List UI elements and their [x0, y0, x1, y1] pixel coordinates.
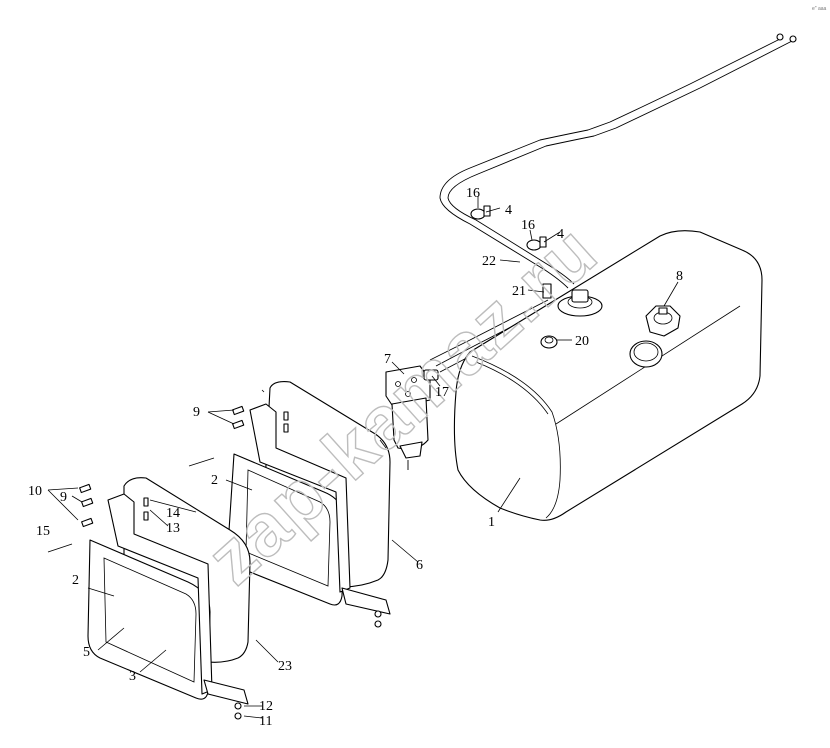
callout-9: 9	[60, 490, 67, 505]
callout-21: 21	[512, 284, 526, 299]
tank-strap-bracket-front	[47, 477, 251, 720]
callout-2: 2	[72, 573, 79, 588]
callout-16: 16	[466, 186, 480, 201]
callout-23: 23	[278, 659, 292, 674]
callout-6: 6	[416, 558, 423, 573]
callout-9: 9	[193, 405, 200, 420]
callout-16: 16	[521, 218, 535, 233]
callout-3: 3	[129, 669, 136, 684]
callout-8: 8	[676, 269, 683, 284]
filler-cap	[645, 305, 681, 337]
drain-fitting	[540, 335, 558, 349]
callout-1: 1	[488, 515, 495, 530]
leader-lines	[47, 196, 679, 719]
callout-4: 4	[557, 227, 564, 242]
line-clamp	[526, 236, 547, 251]
callout-20: 20	[575, 334, 589, 349]
callout-22: 22	[482, 254, 496, 269]
callout-7: 7	[384, 352, 391, 367]
corner-mark: e" aaa	[812, 6, 827, 12]
fuel-tank	[453, 230, 763, 521]
tank-strap-bracket-rear	[188, 381, 391, 628]
callout-15: 15	[36, 524, 50, 539]
line-end-fitting	[789, 35, 797, 43]
fuel-filter	[385, 365, 439, 470]
filler-neck	[629, 340, 663, 368]
callout-13: 13	[166, 521, 180, 536]
callout-11: 11	[259, 714, 272, 729]
callout-2: 2	[211, 473, 218, 488]
callout-12: 12	[259, 699, 273, 714]
callout-17: 17	[435, 385, 449, 400]
callout-labels: 1 2 2 3 4 4 5 6 7 8 9 9 10 11 12 13 14 1…	[28, 186, 683, 729]
callout-5: 5	[83, 645, 90, 660]
line-clamp	[542, 283, 552, 299]
callout-4: 4	[505, 203, 512, 218]
line-clamp	[470, 205, 491, 220]
callout-14: 14	[166, 506, 180, 521]
line-end-fitting	[776, 33, 784, 41]
callout-10: 10	[28, 484, 42, 499]
